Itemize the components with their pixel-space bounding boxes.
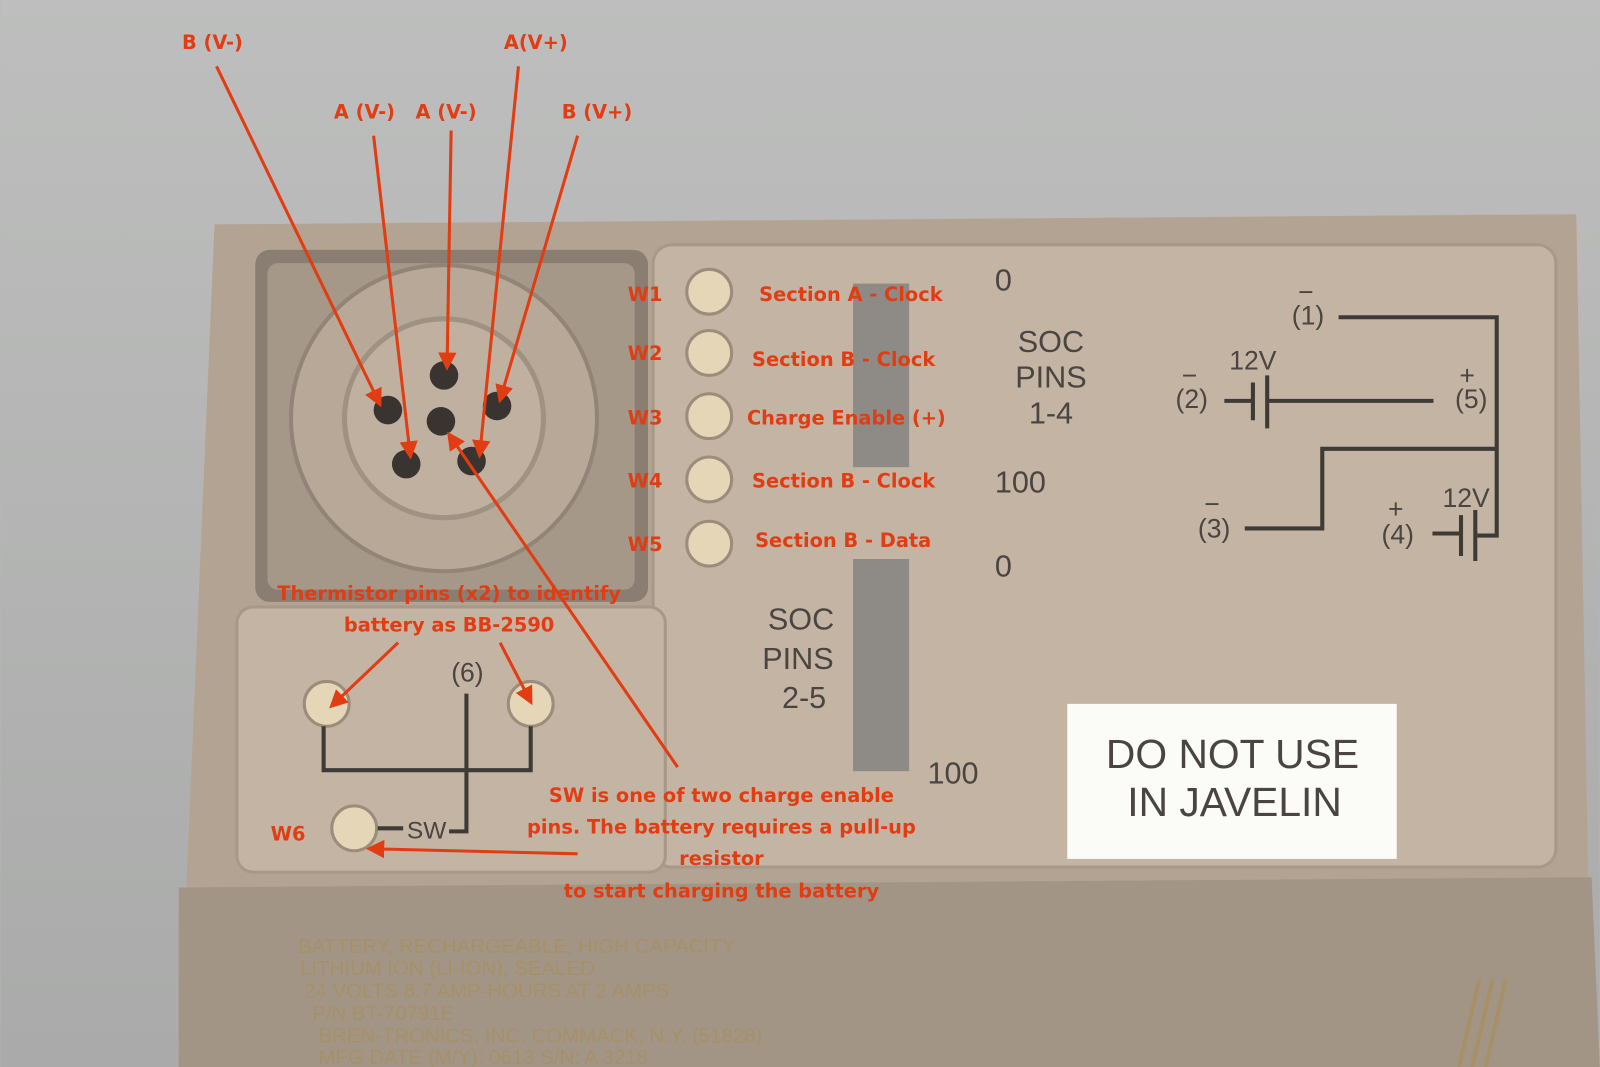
soc1-title: 1-4 [1029, 396, 1073, 430]
embossed-line: 24 VOLTS 8.7 AMP-HOURS AT 2 AMPS [304, 981, 669, 1003]
warning-line-1: DO NOT USE [1106, 731, 1359, 777]
cell-voltage-bottom: 12V [1443, 483, 1490, 513]
embossed-line: MFG DATE (M/Y): 0613 S/N: A 3218 [319, 1047, 648, 1067]
pin-id-w3: W3 [628, 406, 663, 429]
soc2-max: 100 [927, 756, 978, 790]
warning-line-2: IN JAVELIN [1127, 779, 1342, 825]
label-a-v-minus: A (V-) [415, 100, 476, 123]
pin-label-w5: Section B - Data [755, 529, 931, 552]
soc2-title: 2-5 [782, 681, 826, 715]
embossed-line: BREN-TRONICS, INC. COMMACK, N.Y. (51828) [319, 1026, 763, 1048]
soc1-title: PINS [1015, 361, 1086, 395]
pin-id-w2: W2 [628, 342, 663, 365]
pin-id-w5: W5 [628, 533, 663, 556]
cell-voltage-top: 12V [1229, 345, 1276, 375]
pin-id-w4: W4 [628, 470, 663, 493]
sw-label: SW [407, 818, 447, 845]
thermistor-note: battery as BB-2590 [344, 613, 554, 636]
battery-side [178, 877, 1600, 1067]
soc2-title: PINS [762, 642, 833, 676]
sw-note: SW is one of two charge enable [549, 784, 894, 807]
soc1-min: 0 [995, 264, 1012, 298]
terminal-2-polarity: − [1182, 361, 1198, 391]
connector [288, 263, 600, 574]
label-a-v-plus: A(V+) [504, 31, 568, 54]
terminal-3: (3) [1198, 514, 1230, 544]
sw-note: pins. The battery requires a pull-up [527, 815, 916, 838]
label-b-v-plus: B (V+) [562, 100, 632, 123]
embossed-line: LITHIUM ION (LI-ION), SEALED [300, 958, 595, 980]
sw-note: to start charging the battery [564, 880, 880, 903]
soc-gauge-1-4 [853, 283, 910, 468]
terminal-4: (4) [1382, 520, 1414, 550]
schematic [1224, 315, 1499, 562]
terminal-4-polarity: + [1388, 494, 1404, 524]
terminal-5: (5) [1455, 384, 1487, 414]
soc2-title: SOC [768, 602, 834, 636]
pin-id-w1: W1 [628, 283, 663, 306]
pin-label-w3: Charge Enable (+) [747, 406, 946, 429]
soc1-max: 100 [995, 466, 1046, 500]
pin6-schematic [321, 693, 533, 834]
terminal-5-polarity: + [1459, 361, 1475, 391]
annotation-arrows [215, 65, 679, 859]
terminal-1: (1) [1292, 300, 1324, 330]
terminal-3-polarity: − [1204, 489, 1220, 519]
pin6-label: (6) [451, 657, 483, 687]
embossed-line: BATTERY, RECHARGEABLE, HIGH CAPACITY [298, 936, 735, 958]
sw-note: resistor [679, 847, 764, 870]
soc1-title: SOC [1018, 325, 1084, 359]
warning-label [1067, 703, 1397, 859]
pin-label-w4: Section B - Clock [752, 470, 936, 493]
embossed-stripes [1456, 978, 1508, 1067]
terminal-2: (2) [1175, 384, 1207, 414]
pin-id-w6: W6 [271, 823, 306, 846]
label-a-v-minus: A (V-) [334, 100, 395, 123]
pin-pads [302, 267, 734, 853]
label-b-v-minus: B (V-) [182, 31, 243, 54]
pin-label-w1: Section A - Clock [759, 283, 944, 306]
top-panel-left [235, 605, 667, 874]
thermistor-note: Thermistor pins (x2) to identify [277, 582, 621, 605]
soc-gauge-2-5 [853, 559, 910, 772]
pin-label-w2: Section B - Clock [752, 348, 936, 371]
terminal-1-polarity: − [1298, 277, 1314, 307]
soc2-min: 0 [995, 549, 1012, 583]
embossed-line: P/N BT-70791E [312, 1003, 454, 1025]
